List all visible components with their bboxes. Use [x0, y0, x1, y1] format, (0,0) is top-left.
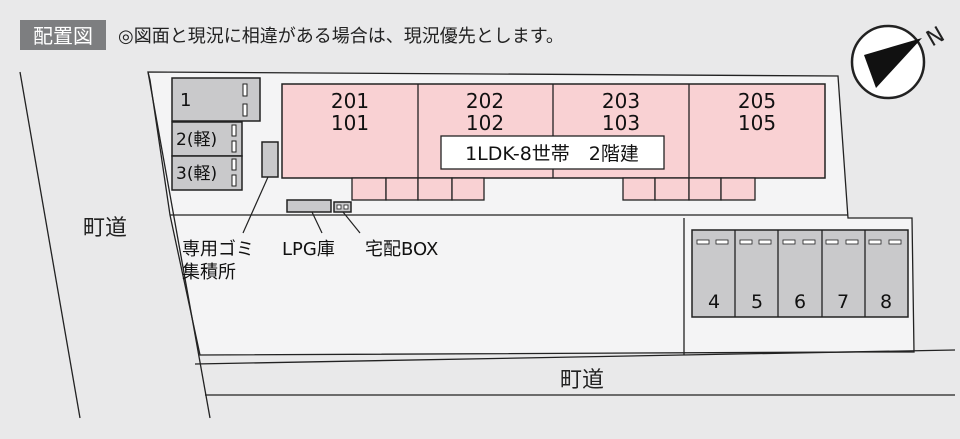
bike-slot-2-label: 2(軽) — [176, 130, 217, 150]
header-badge — [20, 20, 106, 50]
unit-1-lower: 101 — [331, 111, 369, 135]
wheel-stop — [888, 239, 902, 245]
bike-marker — [231, 124, 237, 137]
wheel-stop — [715, 239, 729, 245]
unit-3-upper: 203 — [602, 89, 640, 113]
balcony — [622, 177, 656, 201]
west-road-edge-right — [147, 71, 211, 419]
garbage-label-line1: 専用ゴミ — [182, 239, 254, 260]
lpg-leader-line — [311, 211, 323, 234]
balcony — [351, 177, 387, 201]
unit-4-lower: 105 — [738, 111, 776, 135]
balcony — [451, 177, 485, 201]
balcony — [688, 177, 722, 201]
building-label-box — [440, 135, 665, 170]
parking-space-6-label: 6 — [794, 291, 806, 313]
wheel-stop — [868, 239, 882, 245]
parking-space-7-label: 7 — [837, 291, 849, 313]
wheel-stop — [739, 239, 753, 245]
parking-space-5-label: 5 — [751, 291, 763, 313]
parking-area — [691, 229, 909, 318]
wheel-stop — [758, 239, 772, 245]
bike-slot-3-label: 3(軽) — [176, 164, 217, 184]
unit-3-lower: 103 — [602, 111, 640, 135]
balcony — [385, 177, 419, 201]
bike-marker — [231, 140, 237, 153]
wheel-stop — [782, 239, 796, 245]
parking-space-8-label: 8 — [880, 291, 892, 313]
bike-slot-2 — [171, 121, 243, 157]
lpg-storage — [286, 199, 332, 213]
wheel-stop — [825, 239, 839, 245]
parking-space-4-label: 4 — [708, 291, 720, 313]
car-parking: 4 5 6 7 8 — [691, 229, 909, 318]
delivery-box-label: 宅配BOX — [365, 239, 438, 260]
delivery-box — [333, 201, 352, 213]
wheel-stop — [845, 239, 859, 245]
delivery-box-leader-line — [342, 211, 361, 234]
delivery-box-slot — [343, 204, 349, 210]
garbage-label-line2: 集積所 — [182, 262, 236, 283]
unit-2-lower: 102 — [466, 111, 504, 135]
south-road-edge-top — [194, 349, 956, 365]
unit-2-upper: 202 — [466, 89, 504, 113]
balcony — [720, 177, 756, 201]
bike-marker — [242, 103, 248, 117]
header-note: ◎図面と現況に相違がある場合は、現況優先とします。 — [118, 26, 564, 47]
balcony — [417, 177, 453, 201]
wheel-stop — [696, 239, 710, 245]
delivery-box-slot — [336, 204, 342, 210]
bike-marker — [231, 158, 237, 171]
lpg-label: LPG庫 — [282, 239, 335, 260]
compass-arrow — [864, 38, 922, 88]
bike-slot-3 — [171, 155, 243, 191]
bike-parking: 1 2(軽) 3(軽) — [171, 77, 261, 191]
garbage-station — [261, 141, 279, 178]
unit-4-upper: 205 — [738, 89, 776, 113]
bike-marker — [242, 83, 248, 97]
bike-marker — [231, 174, 237, 187]
building-label: 1LDK-8世帯 2階建 — [465, 143, 639, 165]
header-badge-text: 配置図 — [33, 24, 93, 48]
balcony — [654, 177, 690, 201]
wheel-stop — [802, 239, 816, 245]
garbage-leader-line — [242, 176, 269, 234]
apartment-building: 201 101 202 102 203 103 205 105 1LDK-8世帯… — [281, 83, 826, 201]
bike-slot-1-label: 1 — [180, 90, 191, 111]
west-road-edge-left — [19, 71, 81, 419]
unit-1-upper: 201 — [331, 89, 369, 113]
west-road-label: 町道 — [83, 216, 127, 241]
south-road-label: 町道 — [560, 368, 604, 393]
